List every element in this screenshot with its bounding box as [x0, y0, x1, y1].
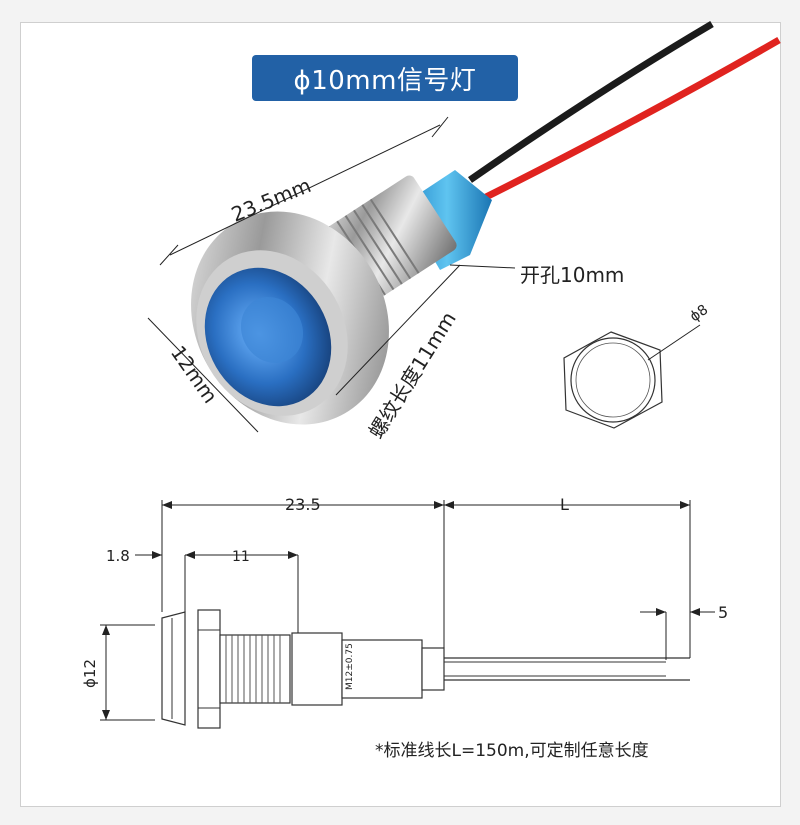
- flange-label: 1.8: [106, 547, 130, 565]
- lamp-head: [191, 211, 389, 425]
- hex-top-view: [563, 324, 701, 429]
- photo-dim-thread: [335, 264, 461, 396]
- overall-length-label: 23.5: [285, 495, 321, 514]
- lead-length-label: L: [560, 495, 569, 514]
- thread-length-label: 11: [232, 549, 250, 565]
- title-badge: ϕ10mm信号灯: [252, 55, 518, 101]
- hole-leader: [449, 264, 516, 269]
- dim-arrows: [102, 501, 700, 720]
- photo-dim-length: [159, 116, 449, 266]
- black-wire: [468, 20, 714, 183]
- note-text: *标准线长L=150m,可定制任意长度: [375, 741, 649, 761]
- hex-dia-label: ϕ8: [687, 302, 711, 326]
- technical-drawing: [161, 609, 690, 729]
- red-wire: [478, 36, 781, 204]
- diameter-label: ϕ12: [81, 659, 99, 688]
- thread-spec-label: M12±0.75: [345, 643, 355, 690]
- hole-label: 开孔10mm: [520, 263, 624, 287]
- photo-dim-head: [147, 317, 259, 433]
- drawing-dims: [100, 500, 715, 721]
- strip-length-label: 5: [718, 603, 728, 622]
